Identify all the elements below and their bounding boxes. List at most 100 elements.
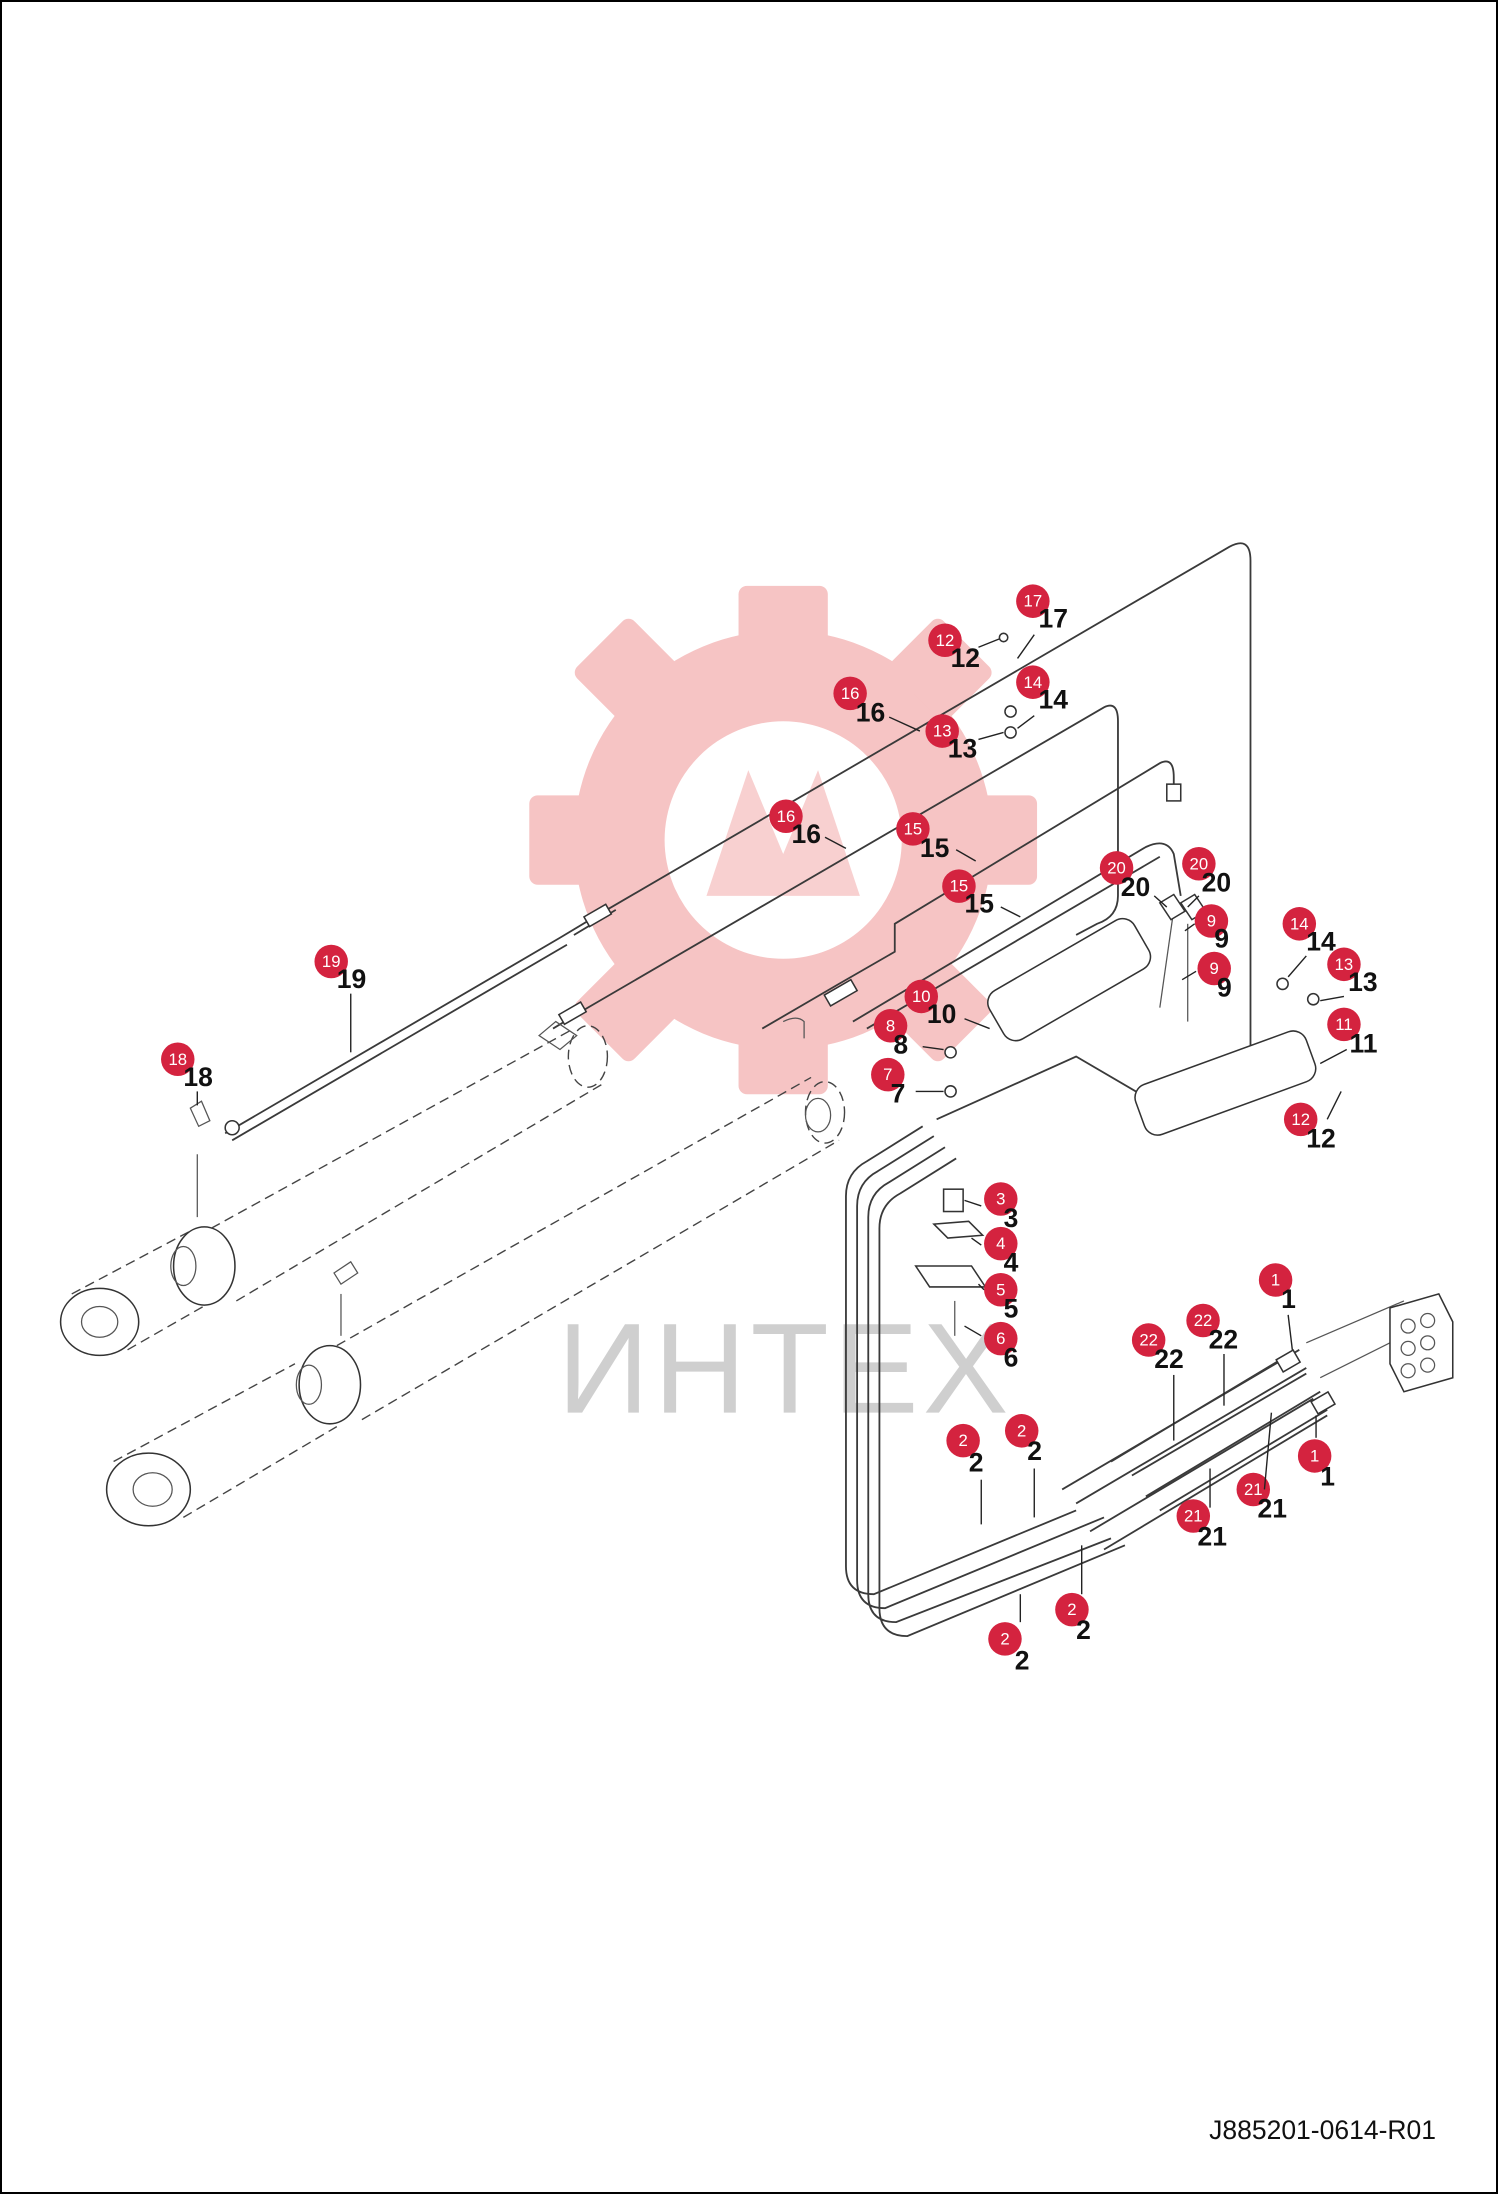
pipe-bundle <box>845 1055 1258 1638</box>
watermark: ИНТЕХ <box>529 585 1038 1441</box>
svg-text:15: 15 <box>920 833 950 863</box>
callout-1-bottom: 1 1 <box>1297 1415 1335 1491</box>
svg-text:16: 16 <box>792 819 821 849</box>
hydraulic-cylinder-upper <box>59 1025 609 1357</box>
callout-20-a: 20 20 <box>1099 851 1168 908</box>
svg-text:12: 12 <box>1306 1123 1335 1153</box>
svg-text:8: 8 <box>886 1016 895 1035</box>
svg-text:2: 2 <box>1000 1629 1009 1648</box>
callout-2-d: 2 2 <box>988 1594 1030 1676</box>
hose-assemblies <box>1061 1293 1454 1551</box>
svg-text:2: 2 <box>1017 1421 1026 1440</box>
svg-text:10: 10 <box>927 999 956 1029</box>
svg-text:6: 6 <box>996 1329 1005 1348</box>
svg-text:9: 9 <box>1217 972 1232 1002</box>
callout-21-b: 21 21 <box>1176 1468 1227 1551</box>
svg-text:3: 3 <box>996 1190 1005 1209</box>
callout-22-a: 22 22 <box>1131 1323 1184 1441</box>
svg-text:2: 2 <box>958 1431 967 1450</box>
callout-16-a: 16 16 <box>833 676 921 732</box>
svg-text:12: 12 <box>1291 1110 1310 1129</box>
svg-text:2: 2 <box>1015 1646 1030 1676</box>
svg-text:21: 21 <box>1244 1480 1263 1499</box>
callout-15-a: 15 15 <box>896 812 977 863</box>
callout-22-b: 22 22 <box>1186 1303 1238 1406</box>
svg-text:21: 21 <box>1197 1521 1227 1551</box>
hydraulic-cylinder-lower <box>105 1076 846 1527</box>
svg-text:20: 20 <box>1121 872 1150 902</box>
pipe-assemblies <box>189 542 1252 1336</box>
svg-text:5: 5 <box>1004 1294 1019 1324</box>
callout-21-a: 21 21 <box>1236 1412 1287 1523</box>
svg-text:1: 1 <box>1320 1461 1335 1491</box>
svg-text:2: 2 <box>1027 1436 1042 1466</box>
svg-text:17: 17 <box>1038 604 1067 634</box>
svg-text:18: 18 <box>183 1062 212 1092</box>
callout-16-b: 16 16 <box>769 799 847 850</box>
svg-text:22: 22 <box>1154 1344 1183 1374</box>
svg-text:11: 11 <box>1335 1015 1352 1034</box>
callout-19: 19 19 <box>314 944 366 1053</box>
svg-text:9: 9 <box>1207 912 1216 931</box>
svg-text:13: 13 <box>1335 955 1354 974</box>
svg-text:21: 21 <box>1184 1507 1203 1526</box>
svg-text:12: 12 <box>936 631 955 650</box>
svg-text:20: 20 <box>1190 854 1209 873</box>
svg-text:14: 14 <box>1306 926 1336 956</box>
loop-brackets <box>914 632 1320 1336</box>
svg-text:11: 11 <box>1350 1028 1378 1058</box>
svg-text:13: 13 <box>1348 967 1377 997</box>
svg-text:7: 7 <box>883 1065 892 1084</box>
svg-text:12: 12 <box>951 643 980 673</box>
callout-5: 5 5 <box>977 1272 1019 1324</box>
svg-text:5: 5 <box>996 1280 1005 1299</box>
callout-2-a: 2 2 <box>946 1423 983 1525</box>
svg-text:22: 22 <box>1139 1331 1158 1350</box>
svg-text:20: 20 <box>1202 868 1231 898</box>
svg-text:17: 17 <box>1024 592 1043 611</box>
svg-text:7: 7 <box>891 1079 906 1109</box>
svg-text:22: 22 <box>1209 1324 1238 1354</box>
callout-4: 4 4 <box>971 1226 1019 1278</box>
callout-17: 17 17 <box>1016 584 1068 659</box>
svg-text:9: 9 <box>1210 959 1219 978</box>
svg-text:4: 4 <box>996 1234 1005 1253</box>
callout-13-top: 13 13 <box>925 714 1004 764</box>
callout-14-top: 14 14 <box>1016 665 1068 729</box>
callout-9-b: 9 9 <box>1181 951 1232 1002</box>
svg-text:16: 16 <box>841 684 860 703</box>
svg-text:8: 8 <box>893 1030 908 1060</box>
svg-text:9: 9 <box>1214 924 1229 954</box>
callout-14-right: 14 14 <box>1282 907 1336 978</box>
svg-text:18: 18 <box>168 1050 187 1069</box>
svg-text:15: 15 <box>950 877 969 896</box>
callout-12-top: 12 12 <box>928 623 1000 673</box>
callout-2-c: 2 2 <box>1055 1545 1091 1645</box>
callout-3: 3 3 <box>964 1182 1019 1233</box>
callout-8: 8 8 <box>873 1009 944 1060</box>
callout-9-a: 9 9 <box>1184 904 1229 954</box>
svg-text:1: 1 <box>1281 1284 1296 1314</box>
svg-text:15: 15 <box>904 819 923 838</box>
svg-text:20: 20 <box>1107 859 1126 878</box>
svg-text:4: 4 <box>1004 1248 1019 1278</box>
svg-text:16: 16 <box>856 697 885 727</box>
callout-2-b: 2 2 <box>1004 1414 1042 1518</box>
svg-text:19: 19 <box>322 952 341 971</box>
drawing-code: J885201-0614-R01 <box>1209 2115 1436 2145</box>
svg-text:1: 1 <box>1310 1447 1319 1466</box>
svg-text:14: 14 <box>1290 914 1309 933</box>
svg-text:2: 2 <box>1067 1600 1076 1619</box>
svg-text:3: 3 <box>1004 1203 1019 1233</box>
callout-1-top: 1 1 <box>1258 1263 1296 1350</box>
svg-text:6: 6 <box>1004 1343 1019 1373</box>
callout-18: 18 18 <box>161 1042 213 1106</box>
svg-text:19: 19 <box>337 964 366 994</box>
svg-text:16: 16 <box>777 807 796 826</box>
svg-text:21: 21 <box>1257 1493 1287 1523</box>
svg-text:14: 14 <box>1038 685 1068 715</box>
callout-10: 10 10 <box>904 979 990 1030</box>
callout-7: 7 7 <box>871 1057 944 1109</box>
callout-13-right: 13 13 <box>1320 947 1378 1002</box>
